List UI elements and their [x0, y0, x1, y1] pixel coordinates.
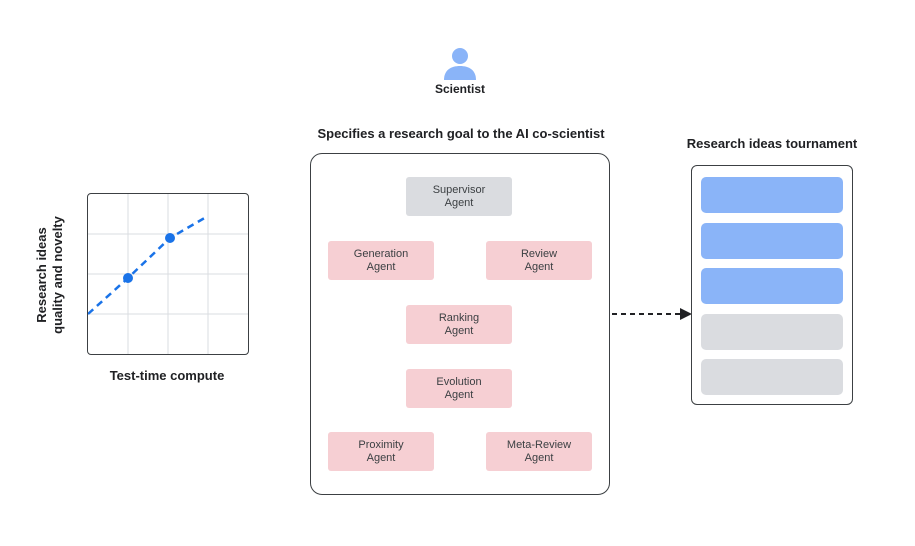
review-agent-box: Review Agent [486, 241, 592, 280]
tournament-idea-1 [701, 177, 843, 213]
co-scientist-title: Specifies a research goal to the AI co-s… [317, 126, 605, 141]
tournament-idea-2 [701, 223, 843, 259]
tournament-idea-5 [701, 359, 843, 395]
dashed-arrow-icon [612, 308, 692, 320]
data-point-2 [165, 233, 175, 243]
meta-review-agent-box: Meta-Review Agent [486, 432, 592, 471]
scientist-label: Scientist [434, 82, 485, 96]
evolution-agent-box: Evolution Agent [406, 369, 512, 408]
plot-y-axis-label-line2: quality and novelty [50, 216, 65, 334]
plot-y-axis-label-line1: Research ideas [34, 227, 49, 323]
trend-line [88, 214, 209, 315]
plot-y-axis-label: Research ideas quality and novelty [10, 200, 90, 350]
proximity-agent-box: Proximity Agent [328, 432, 434, 471]
ranking-agent-box: Ranking Agent [406, 305, 512, 344]
scientist-person-icon [444, 48, 476, 80]
tournament-title: Research ideas tournament [686, 136, 858, 151]
data-point-1 [123, 273, 133, 283]
generation-agent-box: Generation Agent [328, 241, 434, 280]
tournament-idea-3 [701, 268, 843, 304]
plot-canvas [88, 194, 248, 354]
supervisor-agent-box: Supervisor Agent [406, 177, 512, 216]
tournament-idea-4 [701, 314, 843, 350]
plot-x-axis-label: Test-time compute [109, 368, 225, 383]
co-scientist-panel: Supervisor Agent Generation Agent Review… [310, 153, 610, 495]
quality-vs-compute-plot [87, 193, 249, 355]
tournament-panel [691, 165, 853, 405]
